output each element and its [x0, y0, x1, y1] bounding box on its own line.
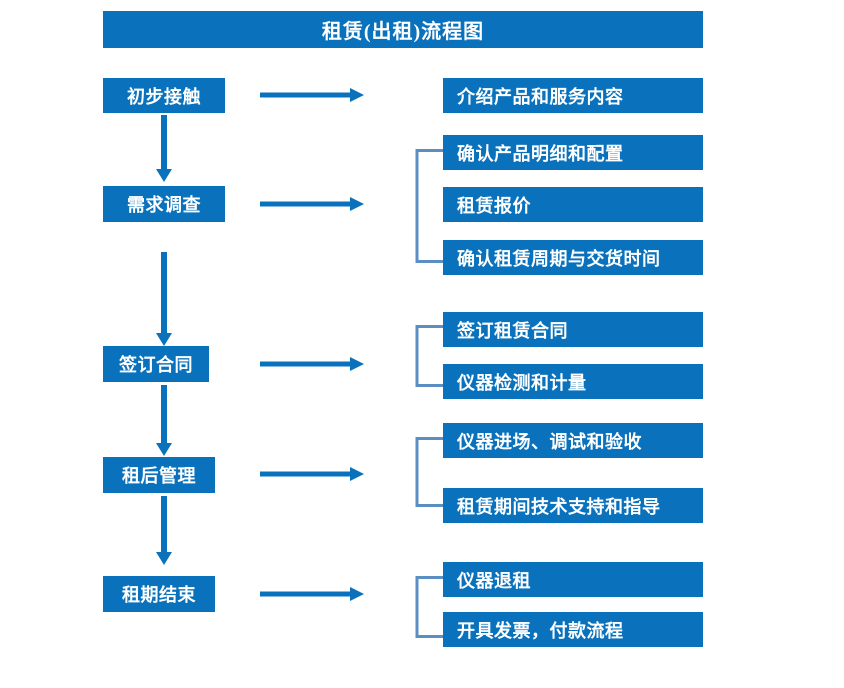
vertical-arrow-3: [155, 385, 173, 457]
horizontal-arrow-5: [260, 585, 365, 603]
detail-box-3-2[interactable]: 仪器检测和计量: [443, 364, 703, 399]
detail-box-4-1[interactable]: 仪器进场、调试和验收: [443, 423, 703, 458]
stage-box-2[interactable]: 需求调查: [103, 186, 225, 222]
detail-box-2-3[interactable]: 确认租赁周期与交货时间: [443, 240, 703, 275]
horizontal-arrow-2: [260, 195, 365, 213]
vertical-arrow-1: [155, 115, 173, 183]
detail-box-4-2[interactable]: 租赁期间技术支持和指导: [443, 488, 703, 523]
vertical-arrow-2: [155, 252, 173, 347]
vertical-arrow-4: [155, 496, 173, 566]
group-bracket-4: [414, 437, 444, 507]
stage-box-1[interactable]: 初步接触: [103, 78, 225, 113]
detail-box-2-2[interactable]: 租赁报价: [443, 187, 703, 222]
detail-box-5-2[interactable]: 开具发票，付款流程: [443, 612, 703, 647]
group-bracket-5: [414, 576, 444, 638]
page-title: 租赁(出租)流程图: [103, 11, 703, 48]
detail-box-1-1[interactable]: 介绍产品和服务内容: [443, 78, 703, 113]
group-bracket-2: [414, 149, 444, 263]
horizontal-arrow-1: [260, 86, 365, 104]
group-bracket-3: [414, 325, 444, 387]
horizontal-arrow-3: [260, 355, 365, 373]
horizontal-arrow-4: [260, 465, 365, 483]
detail-box-3-1[interactable]: 签订租赁合同: [443, 312, 703, 347]
stage-box-4[interactable]: 租后管理: [103, 457, 215, 493]
stage-box-3[interactable]: 签订合同: [103, 346, 209, 382]
detail-box-5-1[interactable]: 仪器退租: [443, 562, 703, 597]
detail-box-2-1[interactable]: 确认产品明细和配置: [443, 135, 703, 170]
stage-box-5[interactable]: 租期结束: [103, 576, 215, 612]
